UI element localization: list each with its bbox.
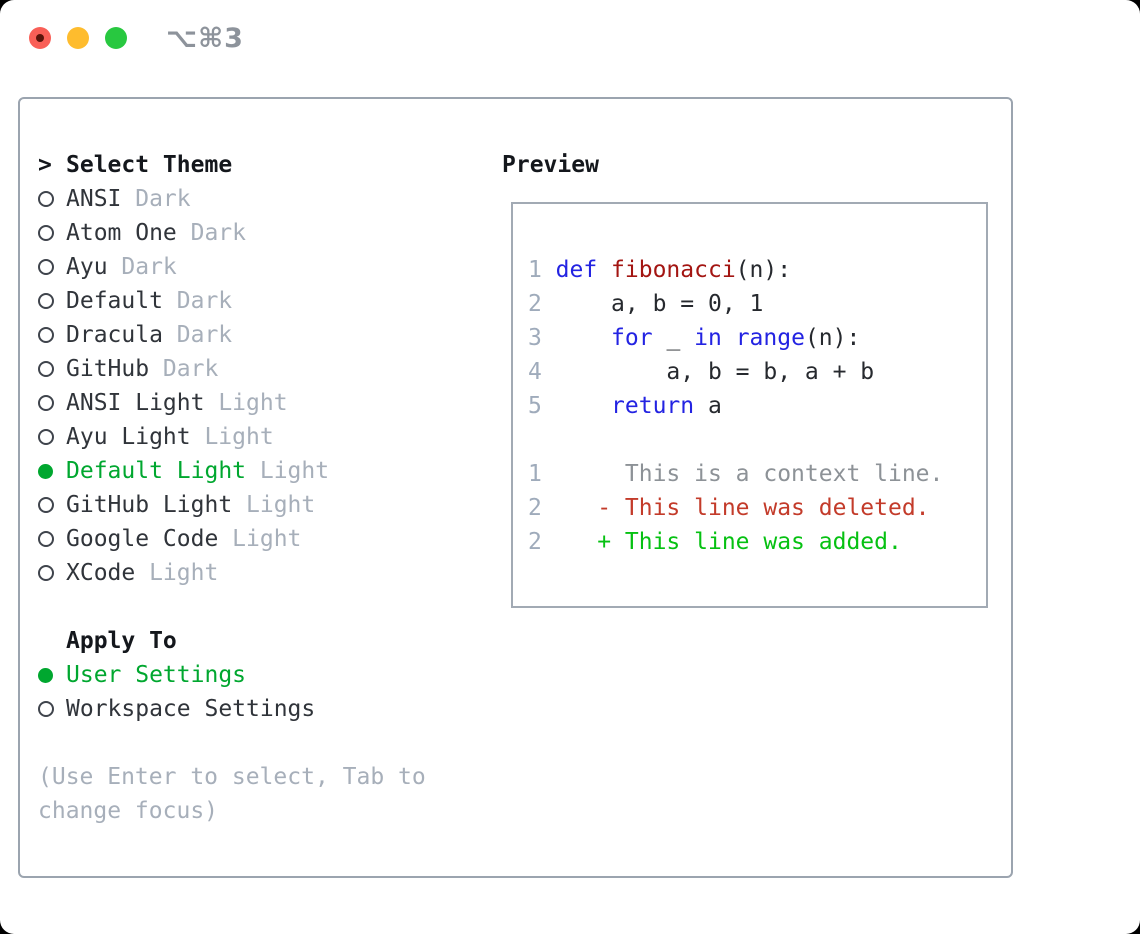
code-line: 4 a, b = b, a + b: [528, 359, 875, 385]
radio-off-icon: [38, 395, 54, 411]
theme-variant: Light: [218, 390, 288, 416]
apply-to-title: Apply To: [66, 628, 177, 654]
zoom-button-icon[interactable]: [105, 27, 127, 49]
radio-off-icon: [38, 327, 54, 343]
apply-to-header: Apply To: [38, 624, 440, 658]
theme-option-ayu-light[interactable]: Ayu Light Light: [38, 420, 440, 454]
theme-name: Atom One: [66, 220, 177, 246]
theme-variant: Dark: [176, 288, 233, 314]
minimize-button-icon[interactable]: [67, 27, 89, 49]
apply-to-option-label: Workspace Settings: [66, 696, 316, 722]
theme-option-github-dark[interactable]: GitHub Dark: [38, 352, 440, 386]
theme-option-ansi-dark[interactable]: ANSI Dark: [38, 182, 440, 216]
theme-variant: Dark: [135, 186, 191, 212]
radio-off-icon: [38, 293, 54, 309]
theme-name: Dracula: [66, 322, 163, 348]
theme-list-title: Select Theme: [66, 152, 233, 178]
keyboard-hint: (Use Enter to select, Tab to change focu…: [38, 764, 426, 824]
theme-variant: Light: [149, 560, 219, 586]
radio-off-icon: [38, 191, 54, 207]
theme-variant: Dark: [190, 220, 246, 246]
apply-to-workspace-settings[interactable]: Workspace Settings: [38, 692, 440, 726]
theme-name: Ayu: [66, 254, 108, 280]
radio-off-icon: [38, 701, 54, 717]
radio-off-icon: [38, 259, 54, 275]
theme-option-github-light[interactable]: GitHub Light Light: [38, 488, 440, 522]
radio-off-icon: [38, 565, 54, 581]
apply-to-option-label: User Settings: [66, 662, 247, 688]
theme-option-ayu-dark[interactable]: Ayu Dark: [38, 250, 440, 284]
radio-on-icon: [38, 463, 53, 479]
theme-option-xcode[interactable]: XCode Light: [38, 556, 440, 590]
prompt-icon: >: [38, 152, 52, 178]
code-line: 2 a, b = 0, 1: [528, 291, 764, 317]
radio-off-icon: [38, 531, 54, 547]
theme-option-google-code[interactable]: Google Code Light: [38, 522, 440, 556]
theme-variant: Light: [246, 492, 316, 518]
close-button-icon[interactable]: [29, 27, 51, 49]
theme-list-header: > Select Theme: [38, 148, 440, 182]
theme-picker-panel: > Select Theme ANSI Dark Atom One Dark A…: [18, 97, 1013, 878]
window-title: ⌥⌘3: [166, 23, 244, 54]
theme-option-atom-one-dark[interactable]: Atom One Dark: [38, 216, 440, 250]
theme-name: Ayu Light: [66, 424, 191, 450]
theme-name: GitHub Light: [66, 492, 233, 518]
radio-off-icon: [38, 429, 54, 445]
theme-variant: Dark: [176, 322, 233, 348]
apply-to-user-settings[interactable]: User Settings: [38, 658, 440, 692]
theme-variant: Dark: [121, 254, 177, 280]
diff-context-line: 1 This is a context line.: [528, 461, 944, 487]
radio-off-icon: [38, 361, 54, 377]
theme-variant: Light: [232, 526, 302, 552]
theme-variant: Light: [204, 424, 274, 450]
theme-option-dracula-dark[interactable]: Dracula Dark: [38, 318, 440, 352]
theme-name: XCode: [66, 560, 136, 586]
code-line: 5 return a: [528, 393, 722, 419]
titlebar: ⌥⌘3: [0, 0, 1140, 97]
theme-variant: Light: [259, 458, 330, 484]
theme-option-default-light-selected[interactable]: Default Light Light: [38, 454, 440, 488]
diff-added-line: 2 + This line was added.: [528, 529, 902, 555]
diff-deleted-line: 2 - This line was deleted.: [528, 495, 930, 521]
theme-name: Default: [66, 288, 163, 314]
code-line: 3 for _ in range(n):: [528, 325, 861, 351]
theme-option-ansi-light[interactable]: ANSI Light Light: [38, 386, 440, 420]
blank-line: [528, 423, 986, 457]
theme-variant: Dark: [162, 356, 219, 382]
theme-name: ANSI: [66, 186, 122, 212]
preview-title: Preview: [502, 152, 599, 178]
theme-name: GitHub: [66, 356, 150, 382]
theme-name: Google Code: [66, 526, 219, 552]
theme-option-default-dark[interactable]: Default Dark: [38, 284, 440, 318]
theme-name: ANSI Light: [66, 390, 205, 416]
radio-off-icon: [38, 497, 54, 513]
radio-off-icon: [38, 225, 54, 241]
theme-name: Default Light: [66, 458, 247, 484]
radio-on-icon: [38, 667, 53, 683]
theme-list: > Select Theme ANSI Dark Atom One Dark A…: [38, 148, 440, 828]
